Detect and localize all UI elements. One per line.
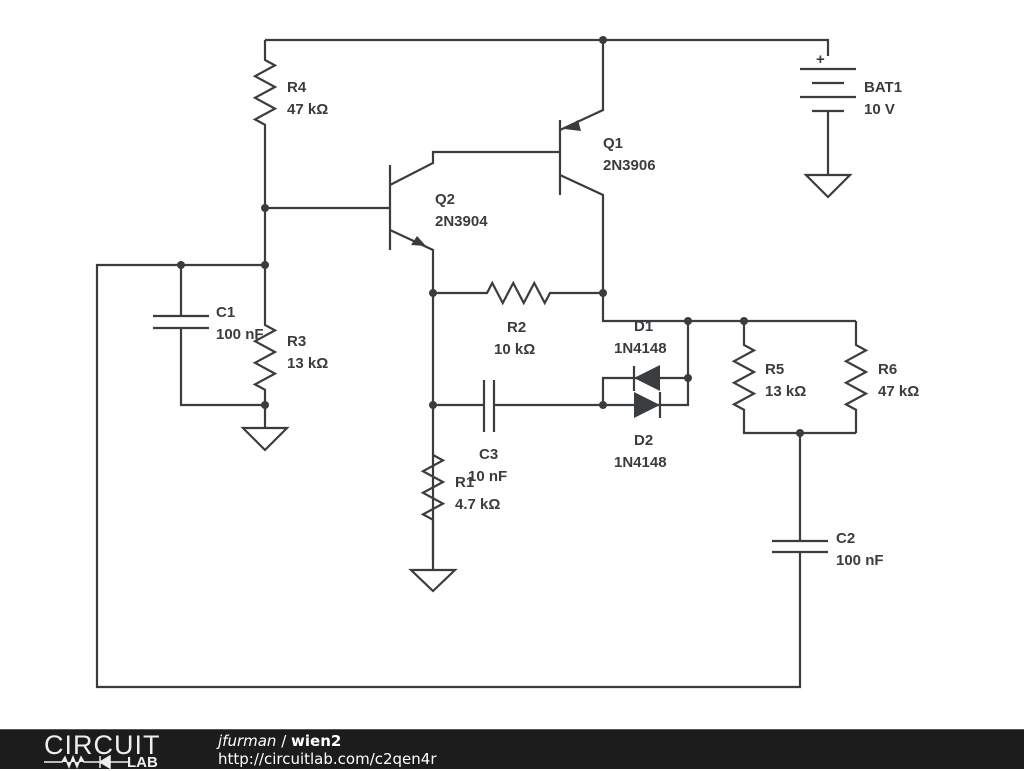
c2-value: 100 nF [836, 552, 884, 569]
circuit-meta: jfurman / wien2 http://circuitlab.com/c2… [218, 732, 437, 768]
labels: + R4 47 kΩ BAT1 10 V Q1 2N3906 Q2 2N3904… [216, 51, 919, 569]
resistor-r1 [420, 454, 446, 570]
r2-name: R2 [507, 319, 526, 336]
d2-name: D2 [634, 432, 653, 449]
junctions [177, 36, 804, 437]
resistor-r2 [433, 280, 603, 306]
r3-value: 13 kΩ [287, 355, 328, 372]
r1-name: R1 [455, 474, 474, 491]
diode-d1 [634, 365, 660, 391]
transistor-q2 [388, 150, 560, 560]
c1-value: 100 nF [216, 326, 264, 343]
q1-value: 2N3906 [603, 157, 656, 174]
r5-name: R5 [765, 361, 784, 378]
q1-name: Q1 [603, 135, 623, 152]
author[interactable]: jfurman [218, 732, 277, 750]
c3-value: 10 nF [468, 468, 507, 485]
logo-bottom-text: LAB [127, 754, 158, 771]
r4-value: 47 kΩ [287, 101, 328, 118]
r2-value: 10 kΩ [494, 341, 535, 358]
resistor-r3 [252, 265, 278, 428]
d1-name: D1 [634, 318, 653, 335]
resistor-diode-logo-icon [44, 755, 128, 769]
c3-name: C3 [479, 446, 498, 463]
ground-r1 [408, 568, 458, 593]
logo-top-text: CIRCUIT [44, 730, 161, 760]
d2-value: 1N4148 [614, 454, 667, 471]
q2-name: Q2 [435, 191, 455, 208]
r4-name: R4 [287, 79, 307, 96]
battery-polarity: + [816, 51, 825, 68]
bat1-value: 10 V [864, 101, 895, 118]
c1-name: C1 [216, 304, 235, 321]
r6-value: 47 kΩ [878, 383, 919, 400]
ground-r3 [240, 426, 290, 452]
footer: CIRCUIT LAB jfurman / wien2 http://circu… [0, 729, 1024, 771]
wires [95, 38, 869, 689]
capacitor-c3 [433, 380, 603, 432]
d1-value: 1N4148 [614, 340, 667, 357]
schematic: + R4 47 kΩ BAT1 10 V Q1 2N3906 Q2 2N3904… [95, 36, 919, 689]
c2-name: C2 [836, 530, 855, 547]
capacitor-c2 [95, 263, 828, 689]
resistor-r6 [843, 321, 869, 433]
q2-value: 2N3904 [435, 213, 488, 230]
bat1-name: BAT1 [864, 79, 902, 96]
circuitlab-logo[interactable]: CIRCUIT LAB [44, 730, 161, 771]
ground-bat1 [803, 173, 853, 199]
battery-bat1 [800, 67, 856, 175]
resistor-r4 [252, 40, 278, 265]
r1-value: 4.7 kΩ [455, 496, 500, 513]
capacitor-c1 [153, 265, 265, 407]
circuit-title[interactable]: wien2 [291, 732, 342, 750]
circuit-url[interactable]: http://circuitlab.com/c2qen4r [218, 750, 437, 768]
r5-value: 13 kΩ [765, 383, 806, 400]
separator: / [276, 732, 292, 750]
r6-name: R6 [878, 361, 897, 378]
resistor-r5 [731, 321, 856, 435]
diode-d2 [634, 392, 660, 418]
r3-name: R3 [287, 333, 306, 350]
